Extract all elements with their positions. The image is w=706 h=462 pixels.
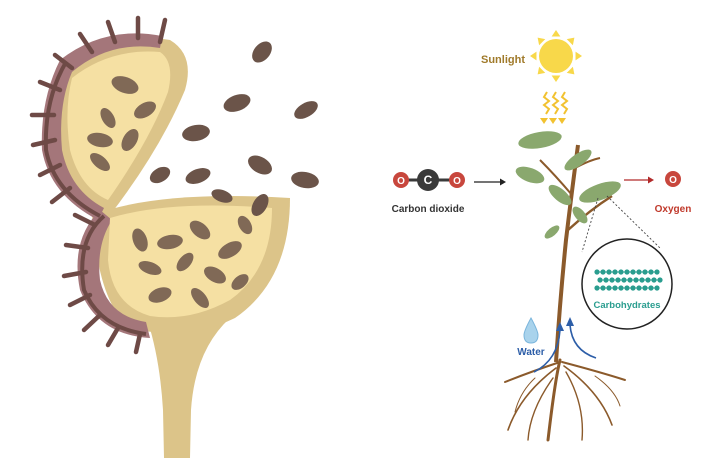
sun-icon	[530, 30, 582, 82]
oxygen-molecule-icon: O	[665, 171, 681, 187]
co2-o-left: O	[397, 176, 405, 187]
seed-pod-illustration	[29, 15, 319, 458]
water-drop-icon	[523, 316, 539, 344]
water-label: Water	[517, 347, 545, 358]
co2-arrow-icon	[474, 178, 506, 186]
carbon-dioxide-molecule-icon: O C O	[393, 169, 465, 191]
zoom-lines	[581, 195, 661, 253]
pod-spines	[29, 15, 168, 355]
carbohydrate-chains-icon	[594, 269, 663, 291]
plant-leaves	[515, 131, 621, 239]
co2-c: C	[424, 173, 433, 187]
oxygen-o: O	[669, 175, 677, 186]
carbohydrates-zoom-circle	[581, 238, 673, 330]
water-uptake-arrows-icon	[533, 317, 597, 373]
co2-o-right: O	[453, 176, 461, 187]
pod-seeds	[87, 76, 253, 308]
oxygen-label: Oxygen	[655, 204, 692, 215]
plant-roots	[504, 358, 626, 442]
sunlight-rays-icon	[540, 91, 569, 124]
carbon-dioxide-label: Carbon dioxide	[392, 204, 465, 215]
sunlight-label: Sunlight	[481, 54, 525, 66]
oxygen-arrow-icon	[624, 176, 654, 184]
pod-stalk	[148, 318, 230, 458]
flying-seeds	[149, 41, 319, 216]
carbohydrates-label: Carbohydrates	[593, 300, 660, 311]
